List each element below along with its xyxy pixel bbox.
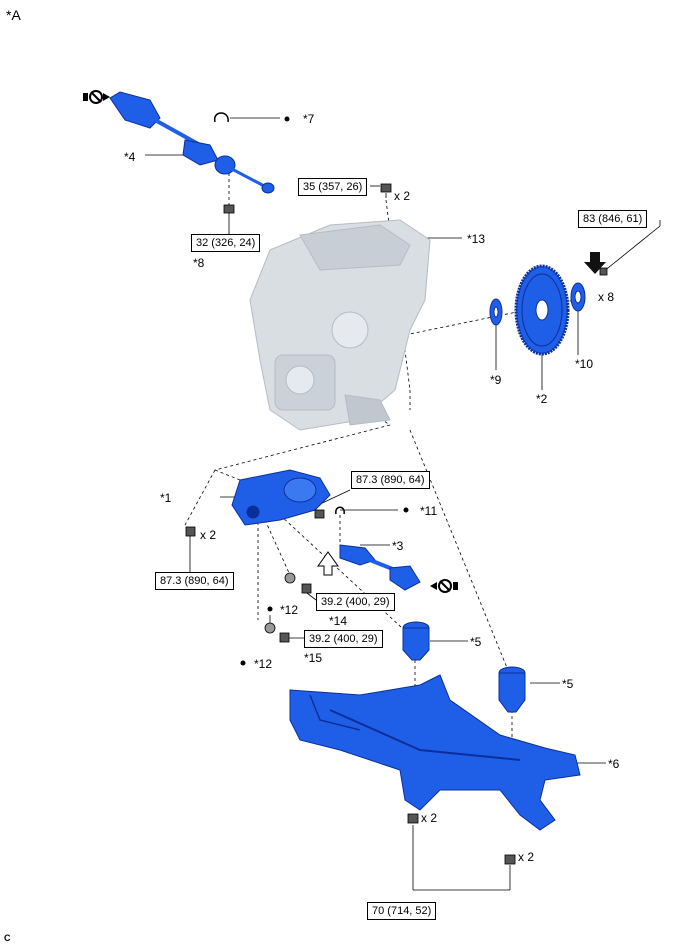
non-reusable-dot-icon <box>240 116 409 666</box>
nut-14 <box>301 583 312 594</box>
torque-spec-392-lower: 39.2 (400, 29) <box>304 630 383 648</box>
cushion-a <box>402 621 430 661</box>
bolt-8 <box>223 204 235 214</box>
rear-subframe <box>289 674 581 831</box>
part-label-10: *10 <box>575 357 594 371</box>
washer-12b <box>264 622 276 634</box>
bolt-35 <box>380 183 392 193</box>
rear-spacer <box>570 282 586 312</box>
front-drive-shaft <box>109 91 275 194</box>
front-spacer <box>489 298 503 326</box>
part-label-11: *11 <box>420 504 438 518</box>
torque-spec-35: 35 (357, 26) <box>298 178 368 196</box>
subframe-bolts <box>407 813 516 865</box>
do-not-reuse-icon <box>83 90 110 104</box>
snap-ring-11 <box>335 506 345 515</box>
quantity-bolt-873: x 2 <box>200 528 217 542</box>
part-label-3: *3 <box>392 539 404 553</box>
propeller-shaft <box>339 544 421 591</box>
bolt-873 <box>185 509 325 537</box>
quantity-subframe-bolt-a: x 2 <box>421 811 438 825</box>
part-label-2: *2 <box>536 392 548 406</box>
part-label-13: *13 <box>467 232 486 246</box>
quantity-bolt-35: x 2 <box>394 189 411 203</box>
engine-assembly <box>249 219 431 431</box>
quantity-bolt-83: x 8 <box>598 290 615 304</box>
part-label-9: *9 <box>490 373 502 387</box>
part-label-1: *1 <box>160 491 172 505</box>
part-label-14: *14 <box>329 614 348 628</box>
torque-spec-392-upper: 39.2 (400, 29) <box>316 593 395 611</box>
torque-spec-873-upper: 87.3 (890, 64) <box>351 471 430 489</box>
part-label-4: *4 <box>124 150 136 164</box>
front-arrow-icon <box>317 551 339 576</box>
view-label: *A <box>6 7 21 23</box>
transfer-assembly <box>231 469 331 526</box>
part-label-7: *7 <box>303 112 315 126</box>
nut-15 <box>279 632 290 643</box>
part-label-6: *6 <box>608 757 620 771</box>
part-label-5a: *5 <box>470 635 482 649</box>
drive-plate <box>514 264 570 356</box>
washer-12a <box>284 572 296 584</box>
grease-apply-arrow-icon <box>584 252 606 274</box>
bolt-83 <box>599 267 608 276</box>
torque-spec-70: 70 (714, 52) <box>367 902 437 920</box>
snap-ring <box>214 112 229 123</box>
part-label-8: *8 <box>193 256 205 270</box>
torque-spec-83: 83 (846, 61) <box>578 210 648 228</box>
torque-spec-873-lower: 87.3 (890, 64) <box>155 572 234 590</box>
cushion-b <box>498 666 526 713</box>
do-not-reuse-icon <box>430 579 458 593</box>
quantity-subframe-bolt-b: x 2 <box>518 850 535 864</box>
part-label-15: *15 <box>304 651 323 665</box>
part-label-12a: *12 <box>280 603 299 617</box>
part-label-5b: *5 <box>562 677 574 691</box>
part-label-12b: *12 <box>254 657 273 671</box>
torque-spec-32: 32 (326, 24) <box>191 234 261 252</box>
footer-code: C <box>4 933 11 943</box>
